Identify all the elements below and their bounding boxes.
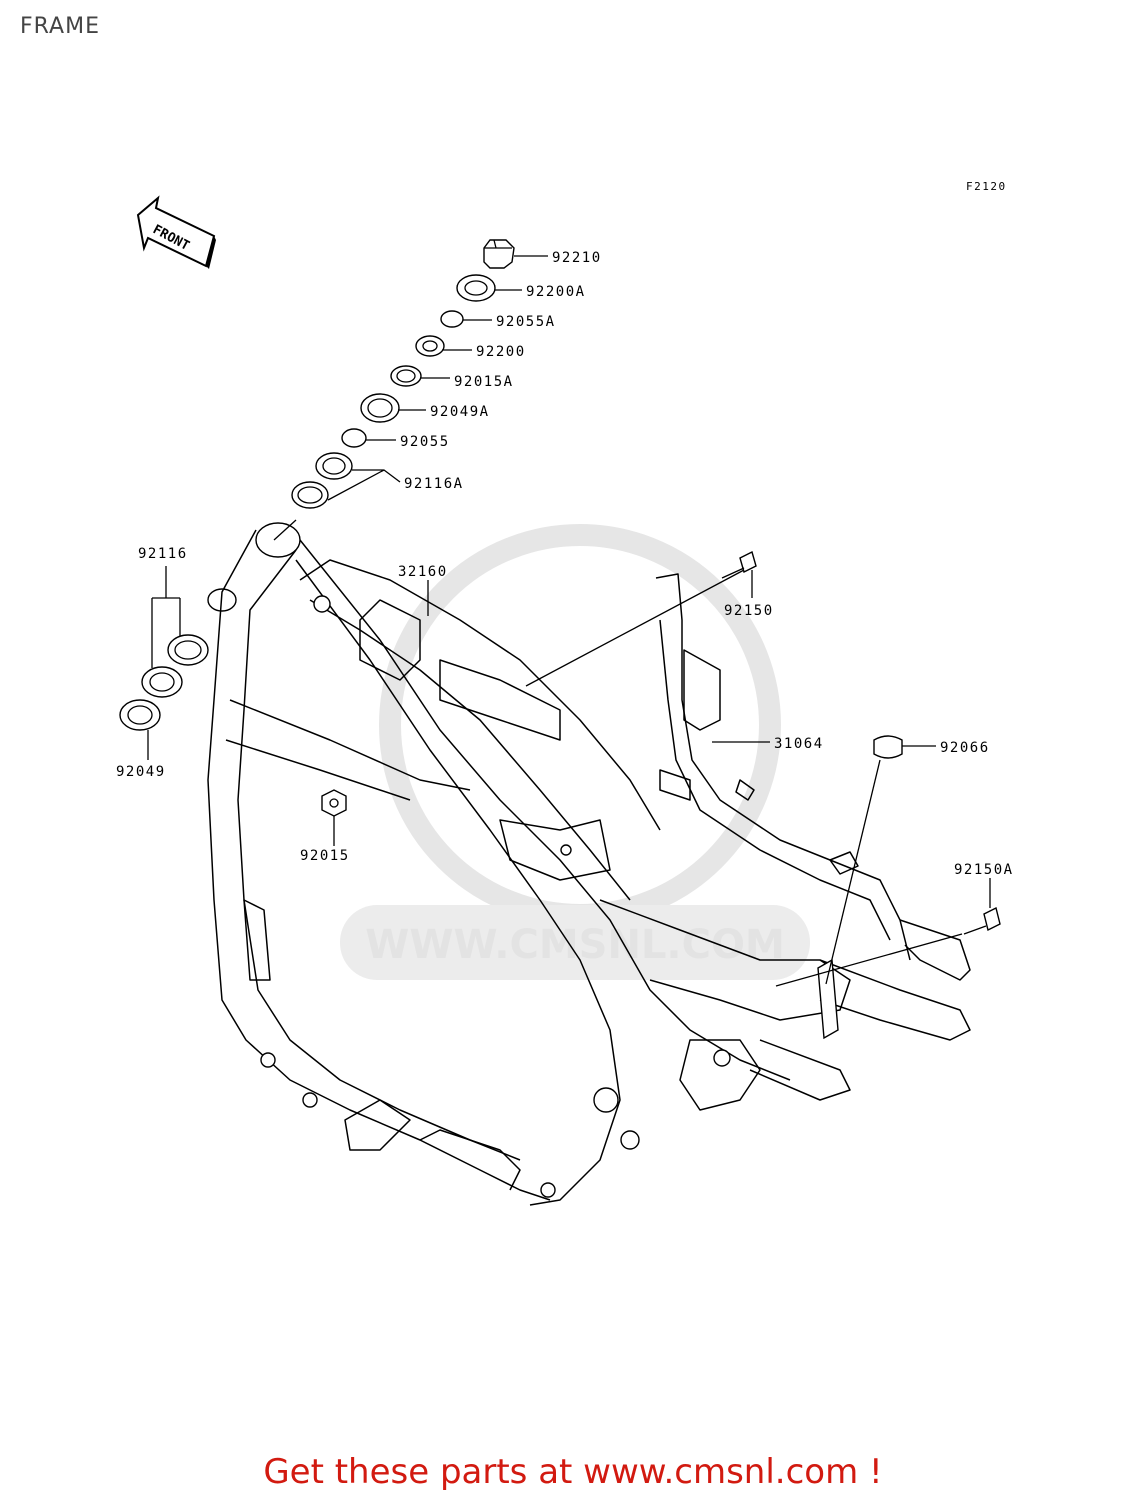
part-92015-nut bbox=[321, 789, 347, 817]
part-92116A-bearing-upper bbox=[315, 452, 353, 480]
label-92116: 92116 bbox=[138, 546, 188, 562]
label-92200: 92200 bbox=[476, 344, 526, 360]
label-32160: 32160 bbox=[398, 564, 448, 580]
main-frame-32160 bbox=[207, 522, 971, 1206]
label-92055: 92055 bbox=[400, 434, 450, 450]
part-92116A-race-upper bbox=[291, 481, 329, 509]
part-92150-bolt bbox=[721, 550, 757, 579]
page-title: FRAME bbox=[20, 14, 100, 39]
front-arrow-icon: FRONT bbox=[136, 195, 216, 269]
label-31064: 31064 bbox=[774, 736, 824, 752]
label-92049: 92049 bbox=[116, 764, 166, 780]
part-92116-bearing-lower bbox=[141, 666, 183, 698]
label-92150A: 92150A bbox=[954, 862, 1014, 878]
label-92150: 92150 bbox=[724, 603, 774, 619]
diagram-ref-code: F2120 bbox=[966, 180, 1007, 193]
label-92055A: 92055A bbox=[496, 314, 556, 330]
lower-steering-parts bbox=[119, 634, 209, 731]
part-92066-cap bbox=[873, 735, 903, 759]
label-92116A: 92116A bbox=[404, 476, 464, 492]
label-92066: 92066 bbox=[940, 740, 990, 756]
watermark-logo: WWW.CMSNL.COM bbox=[340, 524, 810, 980]
leader-lines bbox=[147, 255, 991, 987]
part-92200-washer bbox=[415, 335, 445, 357]
label-92015: 92015 bbox=[300, 848, 350, 864]
part-92210-nut bbox=[483, 239, 515, 269]
part-92015A-nut bbox=[390, 365, 422, 387]
part-92049A-seal bbox=[360, 393, 400, 423]
part-92055A-oring bbox=[440, 310, 464, 328]
label-92015A: 92015A bbox=[454, 374, 514, 390]
part-92049-seal-lower bbox=[119, 699, 161, 731]
steering-head-parts bbox=[291, 239, 515, 509]
label-92049A: 92049A bbox=[430, 404, 490, 420]
part-92150A-bolt bbox=[963, 906, 1001, 935]
part-92200A-washer bbox=[456, 274, 496, 302]
part-92116-race-lower bbox=[167, 634, 209, 666]
label-92200A: 92200A bbox=[526, 284, 586, 300]
shop-link-banner[interactable]: Get these parts at www.cmsnl.com ! bbox=[263, 1452, 883, 1492]
label-92210: 92210 bbox=[552, 250, 602, 266]
watermark-url: WWW.CMSNL.COM bbox=[365, 922, 785, 968]
part-92055-oring bbox=[341, 428, 367, 448]
rear-frame-31064 bbox=[655, 573, 971, 1040]
